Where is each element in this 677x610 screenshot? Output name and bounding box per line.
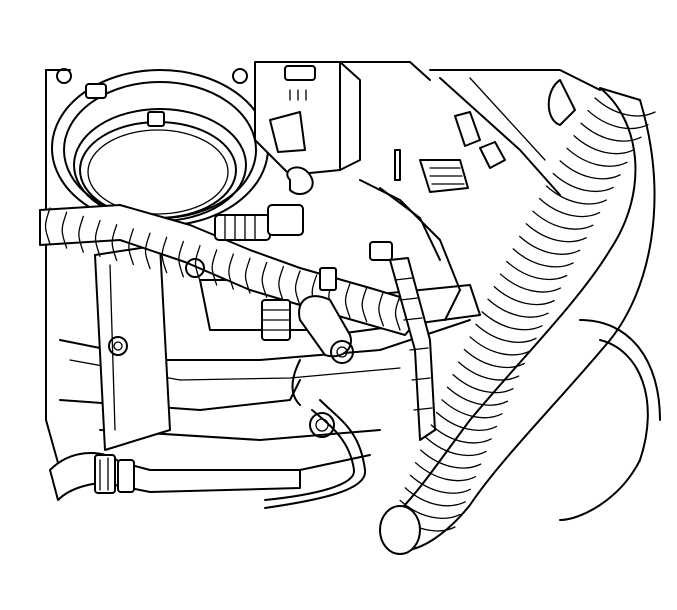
hose-rib (457, 361, 520, 381)
top-left-bolt (56, 68, 248, 84)
harness-rib (161, 236, 168, 274)
ground-strap (291, 295, 354, 406)
hose-rib (573, 135, 635, 155)
hose-rib (430, 424, 492, 444)
hose-rib (559, 160, 621, 180)
hose-rib (538, 197, 601, 218)
sensor-connector-block (254, 61, 361, 176)
hose-rib (452, 374, 514, 394)
hose-rib (499, 273, 562, 293)
hose-rib (469, 336, 531, 356)
hose-rib (493, 285, 555, 306)
hose-rib (594, 97, 656, 117)
harness-rib (261, 261, 268, 298)
harness-rib (378, 291, 384, 327)
harness-branch (319, 241, 436, 441)
harness-rib (61, 211, 68, 249)
hose-rib (506, 260, 568, 281)
harness-rib (94, 219, 101, 257)
fender-edge (559, 319, 661, 521)
center-connector-cluster (185, 166, 314, 341)
lower-hose-clamp (49, 452, 301, 501)
harness-rib (78, 215, 84, 253)
hose-rib (399, 499, 461, 519)
harness-rib (44, 207, 51, 245)
harness-rib (228, 253, 234, 290)
hose-rib (512, 248, 574, 268)
hose-rib (414, 462, 477, 482)
hose-rib (463, 348, 525, 369)
harness-rib (178, 240, 184, 278)
hose-rib (519, 235, 581, 255)
hose-rib (580, 122, 642, 142)
hose-rib (404, 487, 466, 507)
hose-rib (525, 223, 587, 243)
hose-rib (435, 411, 498, 431)
hose-rib (446, 386, 509, 406)
upper-right-connector (394, 111, 506, 193)
harness-rib (144, 232, 151, 270)
harness-rib (278, 266, 284, 302)
harness-rib (128, 228, 134, 266)
hose-rib (441, 399, 503, 419)
harness-rib (294, 270, 301, 307)
throttle-body-housing (51, 69, 290, 227)
hose-rib (420, 449, 482, 469)
hose-rib (587, 109, 649, 130)
harness-rib (361, 286, 368, 323)
harness-rib (111, 224, 118, 262)
harness-rib (211, 249, 218, 286)
hose-rib (481, 311, 543, 331)
harness-rib (244, 257, 251, 294)
hose-rib (475, 323, 537, 343)
hose-rib (545, 185, 608, 205)
hose-rib (487, 298, 549, 318)
hose-rib (425, 436, 487, 457)
hose-rib (409, 474, 472, 494)
lower-wire (264, 399, 367, 509)
hose-rib (532, 210, 594, 230)
harness-rib (344, 282, 351, 319)
hose-rib (552, 172, 614, 193)
harness-rib (394, 295, 401, 331)
corrugated-air-hose (379, 79, 656, 555)
hose-rib (566, 147, 628, 167)
